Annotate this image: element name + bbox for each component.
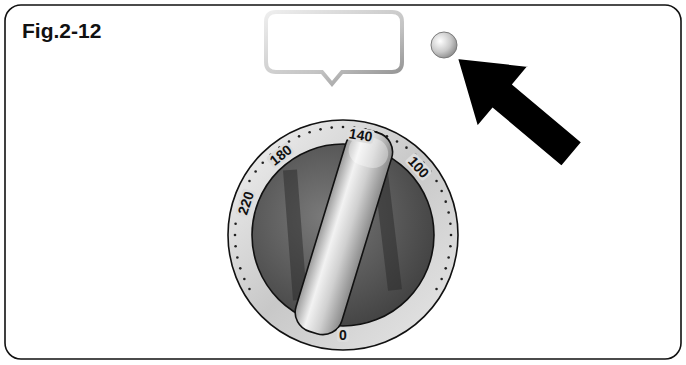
dial-scale-number: 0 bbox=[337, 328, 349, 342]
indicator-light bbox=[431, 32, 457, 58]
figure-number: Fig.2-12 bbox=[22, 20, 101, 41]
pointer-arrow bbox=[431, 27, 597, 185]
dial-knob bbox=[228, 120, 458, 350]
figure-frame bbox=[5, 5, 681, 359]
dial-scale-number: 140 bbox=[346, 125, 375, 144]
speech-bubble bbox=[266, 12, 402, 84]
